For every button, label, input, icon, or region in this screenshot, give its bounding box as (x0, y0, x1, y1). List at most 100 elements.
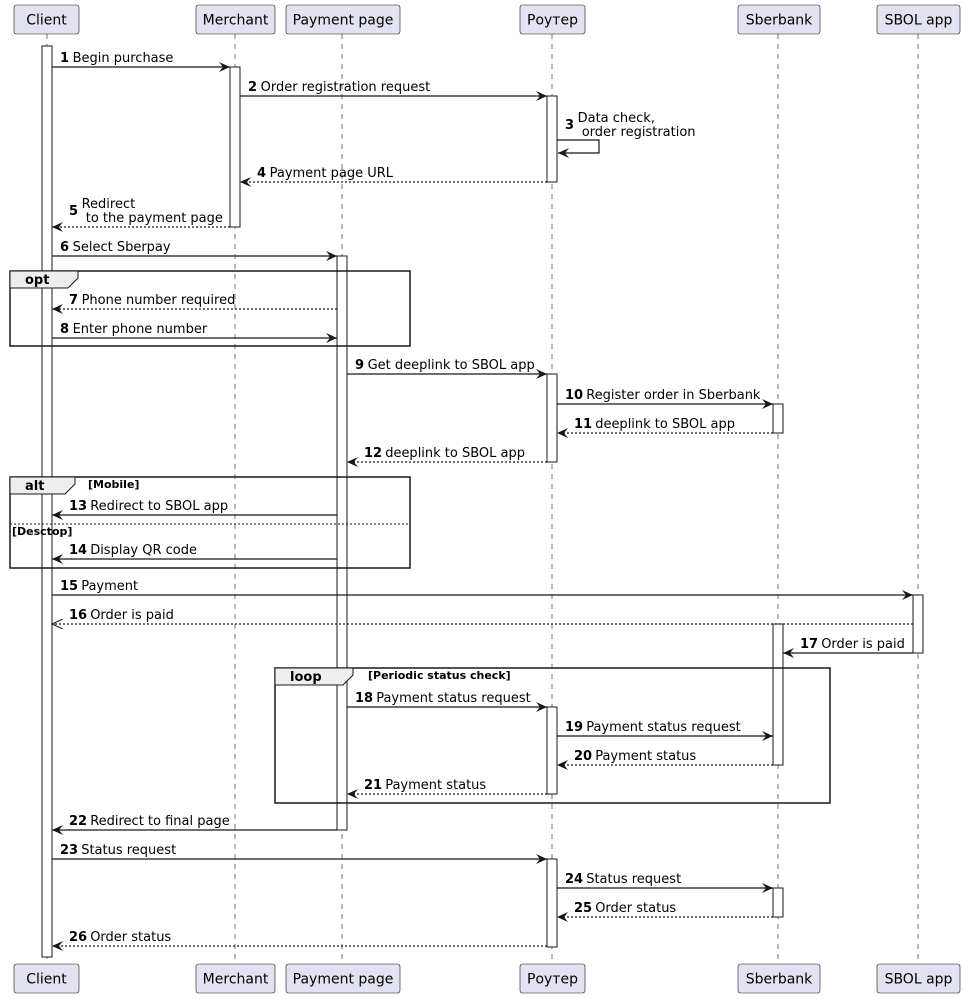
message-label: Register order in Sberbank (586, 388, 761, 403)
participant-label: Merchant (203, 13, 269, 29)
activation-bar-sberbank (772, 403, 784, 434)
participant-label: Роутер (527, 972, 578, 988)
message-number: 18 (355, 691, 373, 706)
activation-bar-sberbank (772, 623, 784, 766)
fragment-kind-label: alt (25, 479, 44, 494)
message-label: Status request (586, 872, 681, 887)
fragment-alt: alt[Mobile][Desctop] (9, 476, 411, 569)
activation-bar-router (546, 95, 558, 183)
participant-sbol-top[interactable]: SBOL app (876, 4, 961, 35)
message-number: 15 (60, 579, 78, 594)
participant-payment_page-top[interactable]: Payment page (285, 4, 401, 35)
message-number: 21 (364, 778, 382, 793)
message-4[interactable]: 4 Payment page URL (240, 166, 547, 187)
participant-label: Payment page (293, 13, 394, 29)
message-number: 2 (248, 80, 257, 95)
participant-client-bottom[interactable]: Client (13, 963, 80, 994)
message-label: Payment status request (376, 691, 531, 706)
message-label: Payment status (385, 778, 486, 793)
message-number: 7 (69, 293, 78, 308)
participant-sbol-bottom[interactable]: SBOL app (876, 963, 961, 994)
message-number: 8 (60, 322, 69, 337)
message-label: Status request (81, 843, 176, 858)
message-label: deeplink to SBOL app (595, 417, 735, 432)
message-label: Payment page URL (270, 166, 394, 181)
message-arrow (557, 139, 600, 158)
message-number: 5 (69, 204, 78, 219)
message-label: Payment status (595, 749, 696, 764)
message-number: 9 (355, 358, 364, 373)
message-label: Enter phone number (73, 322, 208, 337)
message-number: 6 (60, 240, 69, 255)
message-6[interactable]: 6 Select Sberpay (52, 240, 337, 261)
fragment-kind-label: opt (25, 273, 49, 288)
participant-payment_page-bottom[interactable]: Payment page (285, 963, 401, 994)
participant-sberbank-top[interactable]: Sberbank (737, 4, 821, 35)
participant-label: Роутер (527, 13, 578, 29)
message-label: Redirect (82, 197, 136, 212)
participant-label: SBOL app (885, 972, 953, 988)
activation-bar-router (546, 858, 558, 948)
fragment-loop: loop[Periodic status check] (274, 667, 831, 804)
message-number: 23 (60, 843, 78, 858)
message-number: 19 (565, 720, 583, 735)
message-label: Display QR code (90, 543, 197, 558)
message-label: Redirect to SBOL app (90, 499, 228, 514)
message-label: Select Sberpay (73, 240, 171, 255)
fragment-else-guard: [Desctop] (12, 525, 72, 538)
participant-merchant-bottom[interactable]: Merchant (195, 963, 276, 994)
participant-router-bottom[interactable]: Роутер (519, 963, 586, 994)
participant-label: Client (26, 13, 67, 29)
message-number: 22 (69, 814, 87, 829)
activation-bar-merchant (229, 66, 241, 228)
message-1[interactable]: 1 Begin purchase (52, 51, 230, 72)
participant-client-top[interactable]: Client (13, 4, 80, 35)
message-label: Begin purchase (73, 51, 174, 66)
message-label: Redirect to final page (90, 814, 230, 829)
message-number: 11 (574, 417, 592, 432)
participant-label: SBOL app (885, 13, 953, 29)
participant-label: Sberbank (746, 972, 813, 988)
activation-bar-sberbank (772, 887, 784, 918)
participant-sberbank-bottom[interactable]: Sberbank (737, 963, 821, 994)
message-number: 24 (565, 872, 583, 887)
message-number: 3 (565, 118, 574, 133)
fragment-opt: opt (9, 270, 411, 347)
message-number: 25 (574, 901, 592, 916)
participant-merchant-top[interactable]: Merchant (195, 4, 276, 35)
message-label: order registration (578, 125, 696, 140)
message-number: 10 (565, 388, 583, 403)
message-8[interactable]: 8 Enter phone number (52, 322, 337, 343)
participant-label: Sberbank (746, 13, 813, 29)
message-number: 13 (69, 499, 87, 514)
message-number: 4 (257, 166, 266, 181)
message-number: 12 (364, 446, 382, 461)
message-number: 1 (60, 51, 69, 66)
participant-router-top[interactable]: Роутер (519, 4, 586, 35)
message-number: 14 (69, 543, 87, 558)
participant-label: Payment page (293, 972, 394, 988)
